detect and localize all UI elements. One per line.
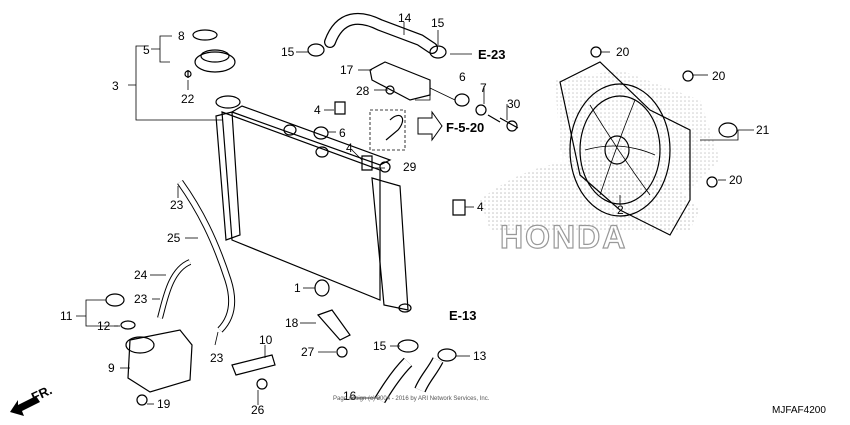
cross-references: E-23 F-5-20 E-13 — [417, 47, 505, 323]
front-direction-arrow: FR. — [10, 382, 54, 416]
callout-16: 16 — [343, 389, 357, 403]
ref-e-13: E-13 — [449, 308, 476, 323]
callout-6-a: 6 — [459, 70, 466, 84]
callout-11: 11 — [60, 309, 73, 323]
lower-hose-parts — [314, 279, 457, 404]
callout-8: 8 — [178, 29, 185, 43]
callout-20-a: 20 — [616, 45, 630, 59]
cooling-fan — [559, 46, 738, 236]
callout-3: 3 — [112, 79, 119, 93]
mount-bracket — [369, 61, 431, 151]
callout-4-a: 4 — [314, 103, 321, 117]
callout-15-a: 15 — [281, 45, 295, 59]
callout-14: 14 — [398, 11, 412, 25]
callout-28: 28 — [356, 84, 370, 98]
front-arrow-icon — [10, 396, 40, 416]
upper-hose — [307, 12, 447, 59]
callout-7: 7 — [480, 81, 487, 95]
callout-23-b: 23 — [134, 292, 148, 306]
callout-27: 27 — [301, 345, 315, 359]
callout-15-c: 15 — [373, 339, 387, 353]
callout-20-c: 20 — [729, 173, 743, 187]
front-label: FR. — [29, 382, 54, 404]
callout-24: 24 — [134, 268, 148, 282]
callout-26: 26 — [251, 403, 265, 417]
callout-4-b: 4 — [346, 141, 353, 155]
callout-labels: 8 5 3 22 15 14 15 20 20 17 28 6 7 30 4 6… — [60, 11, 770, 417]
callout-22: 22 — [181, 92, 195, 106]
callout-20-b: 20 — [712, 69, 726, 83]
callout-29: 29 — [403, 160, 417, 174]
callout-17: 17 — [340, 63, 354, 77]
radiator-cap — [184, 29, 236, 78]
callout-13: 13 — [473, 349, 487, 363]
radiator — [215, 95, 412, 313]
callout-25: 25 — [167, 231, 181, 245]
reserve-tank — [105, 179, 276, 406]
callout-21: 21 — [756, 123, 770, 137]
callout-6-b: 6 — [339, 126, 346, 140]
callout-18: 18 — [285, 316, 299, 330]
callout-23-c: 23 — [210, 351, 224, 365]
callout-30: 30 — [507, 97, 521, 111]
ref-arrow-icon — [417, 110, 443, 142]
callout-10: 10 — [259, 333, 273, 347]
ref-e-23: E-23 — [478, 47, 505, 62]
callout-15-b: 15 — [431, 16, 445, 30]
callout-2: 2 — [617, 203, 624, 217]
callout-19: 19 — [157, 397, 171, 411]
diagram-code: MJFAF4200 — [772, 405, 826, 416]
callout-23-a: 23 — [170, 198, 184, 212]
callout-12: 12 — [97, 319, 111, 333]
copyright-notice: Page design (c) 2004 - 2016 by ARI Netwo… — [333, 396, 490, 402]
honda-wordmark: HONDA — [500, 219, 627, 255]
honda-wing-watermark: HONDA — [480, 70, 720, 256]
leader-lines — [76, 22, 754, 405]
callout-1: 1 — [294, 281, 301, 295]
callout-4-c: 4 — [477, 200, 484, 214]
callout-5: 5 — [143, 43, 150, 57]
callout-9: 9 — [108, 361, 115, 375]
ref-f-5-20: F-5-20 — [446, 120, 484, 135]
